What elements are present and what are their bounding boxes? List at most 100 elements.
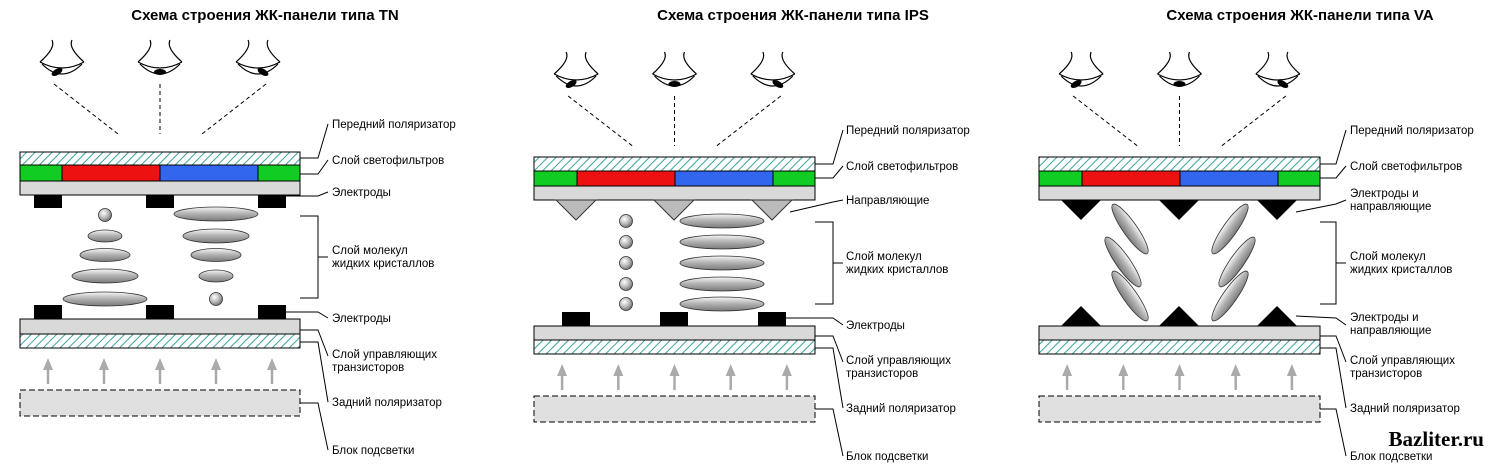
eye-icon [1157, 51, 1202, 87]
label-backlight: Блок подсветки [332, 445, 414, 457]
backlight-unit [1038, 395, 1321, 423]
callouts [786, 129, 844, 457]
bottom-electrode-guides [1061, 306, 1297, 326]
label-bottom-electrodes: Электроды [846, 320, 905, 332]
arrow-head-icon [1174, 364, 1185, 376]
panel-va: Схема строения ЖК-панели типа VA [1038, 7, 1474, 463]
viewer-eyes [1058, 51, 1301, 147]
label-color-filter: Слой светофильтров [846, 161, 958, 173]
panel-ips: Схема строения ЖК-панели типа IPS [533, 7, 970, 463]
alignment-guides [554, 199, 794, 221]
bottom-electrodes [34, 305, 286, 319]
liquid-crystal-molecules [1104, 203, 1256, 322]
panel-tn-title: Схема строения ЖК-панели типа TN [131, 7, 398, 24]
panel-tn: Схема строения ЖК-панели типа TN [19, 7, 456, 457]
layer-labels: Передний поляризатор Слой светофильтров … [846, 125, 970, 463]
arrow-head-icon [781, 364, 792, 376]
label-alignment-guides: Направляющие [846, 195, 929, 207]
transistor-layer [19, 333, 301, 349]
eye-icon [1058, 51, 1104, 88]
eye-icon [39, 39, 85, 76]
transistor-layer [1038, 339, 1321, 355]
callouts [286, 123, 329, 451]
arrow-head-icon [211, 358, 221, 370]
sight-line [201, 83, 267, 135]
panel-va-title: Схема строения ЖК-панели типа VA [1166, 7, 1433, 24]
front-polarizer [19, 151, 301, 166]
sight-line [1221, 95, 1287, 147]
label-color-filter: Слой светофильтров [1350, 161, 1462, 173]
label-front-polarizer: Передний поляризатор [846, 125, 970, 137]
eye-icon [553, 51, 599, 88]
layer-labels: Передний поляризатор Слой светофильтров … [332, 119, 456, 457]
label-rear-polarizer: Задний поляризатор [846, 403, 956, 415]
label-bottom-electrodes: Электроды [332, 313, 391, 325]
front-polarizer [1038, 156, 1321, 172]
viewer-eyes [39, 39, 281, 135]
label-backlight: Блок подсветки [1350, 451, 1432, 463]
light-arrows [43, 358, 277, 384]
sight-line [567, 95, 633, 147]
label-top-electrodes: Электроды [332, 187, 391, 199]
arrow-head-icon [1230, 364, 1241, 376]
top-electrode-guides [1061, 200, 1297, 220]
sight-line [1072, 95, 1138, 147]
bottom-electrodes [562, 312, 786, 326]
eye-icon [652, 51, 697, 87]
bottom-glass-substrate [19, 318, 301, 335]
liquid-crystal-molecules [62, 206, 259, 307]
panel-ips-title: Схема строения ЖК-панели типа IPS [657, 7, 929, 24]
bottom-glass-substrate [533, 325, 816, 341]
arrow-head-icon [43, 358, 53, 370]
top-glass-substrate [1038, 185, 1321, 201]
eye-icon [750, 51, 796, 88]
backlight-unit [533, 395, 816, 423]
arrow-head-icon [557, 364, 568, 376]
watermark: Bazliter.ru [1389, 427, 1485, 451]
top-glass-substrate [533, 185, 816, 201]
eye-icon [1255, 51, 1301, 88]
arrow-head-icon [669, 364, 680, 376]
arrow-head-icon [1118, 364, 1129, 376]
label-front-polarizer: Передний поляризатор [332, 119, 456, 131]
backlight-unit [19, 389, 301, 417]
color-filter-layer [19, 164, 301, 182]
label-rear-polarizer: Задний поляризатор [332, 397, 442, 409]
arrow-head-icon [99, 358, 109, 370]
color-filter-layer [1038, 170, 1321, 187]
light-arrows [557, 364, 792, 390]
callouts [1295, 129, 1347, 457]
transistor-layer [533, 339, 816, 355]
sight-line [716, 95, 782, 147]
viewer-eyes [553, 51, 796, 147]
liquid-crystal-molecules [619, 213, 765, 312]
label-rear-polarizer: Задний поляризатор [1350, 403, 1460, 415]
arrow-head-icon [267, 358, 277, 370]
color-filter-layer [533, 170, 816, 187]
top-glass-substrate [19, 180, 301, 196]
label-backlight: Блок подсветки [846, 451, 928, 463]
sight-line [53, 83, 119, 135]
front-polarizer [533, 156, 816, 172]
top-electrodes [34, 195, 286, 208]
label-color-filter: Слой светофильтров [332, 155, 444, 167]
arrow-head-icon [613, 364, 624, 376]
eye-icon [235, 39, 281, 76]
arrow-head-icon [725, 364, 736, 376]
arrow-head-icon [155, 358, 165, 370]
eye-icon [137, 39, 183, 75]
arrow-head-icon [1286, 364, 1297, 376]
layer-labels: Передний поляризатор Слой светофильтров … [1350, 125, 1474, 463]
light-arrows [1062, 364, 1297, 390]
bottom-glass-substrate [1038, 325, 1321, 341]
label-front-polarizer: Передний поляризатор [1350, 125, 1474, 137]
